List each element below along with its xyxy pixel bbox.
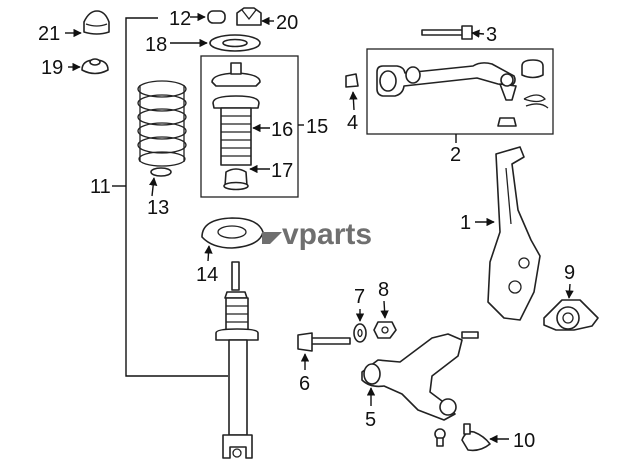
part-16-dust-boot	[212, 95, 260, 166]
watermark-text: vparts	[282, 218, 372, 251]
callout-9: 9	[564, 262, 575, 284]
part-12-bushing	[207, 10, 226, 24]
callout-1: 1	[460, 212, 471, 234]
callout-13: 13	[147, 197, 169, 219]
group-11-bracket	[125, 17, 228, 377]
part-11-strut	[215, 261, 259, 459]
callout-10: 10	[513, 430, 535, 452]
part-7-washer	[353, 323, 367, 343]
callouts: 21 19 12 20 18 13 11 16 15 17 14 3 4 2 1…	[38, 8, 575, 452]
part-4-bushing	[345, 73, 359, 88]
part-21-cap	[83, 10, 110, 35]
callout-6: 6	[299, 373, 310, 395]
callout-20: 20	[276, 12, 298, 34]
watermark-logo: vparts	[262, 218, 372, 251]
callout-8: 8	[378, 279, 389, 301]
upper-mount	[211, 62, 261, 87]
part-20-nut	[236, 7, 262, 26]
part-1-knuckle	[487, 146, 541, 321]
callout-19: 19	[41, 57, 63, 79]
part-14-spring-seat	[201, 217, 264, 249]
leader-lines	[65, 12, 574, 444]
part-10-ball-joint	[434, 423, 491, 452]
part-6-bolt	[297, 332, 351, 352]
callout-18: 18	[145, 34, 167, 56]
part-19-mount	[81, 58, 109, 75]
callout-14: 14	[196, 264, 218, 286]
part-18-washer	[209, 34, 261, 52]
callout-11: 11	[90, 176, 111, 198]
part-13-coil-spring	[137, 80, 187, 177]
callout-4: 4	[347, 112, 358, 134]
group-2-box	[366, 48, 554, 135]
part-3-bolt	[421, 25, 473, 40]
part-5-lower-arm	[361, 331, 479, 421]
part-17-bump-stop	[223, 168, 249, 191]
callout-3: 3	[486, 24, 497, 46]
callout-17: 17	[271, 160, 293, 182]
callout-21: 21	[38, 23, 60, 45]
callout-2: 2	[450, 144, 461, 166]
callout-16: 16	[271, 119, 293, 141]
part-9-bushing	[543, 299, 599, 331]
callout-7: 7	[354, 286, 365, 308]
callout-15: 15	[306, 116, 328, 138]
part-2-upper-arm	[376, 59, 549, 127]
part-8-nut	[373, 321, 397, 339]
callout-12: 12	[169, 8, 191, 30]
callout-5: 5	[365, 409, 376, 431]
group-15-box	[200, 55, 299, 198]
